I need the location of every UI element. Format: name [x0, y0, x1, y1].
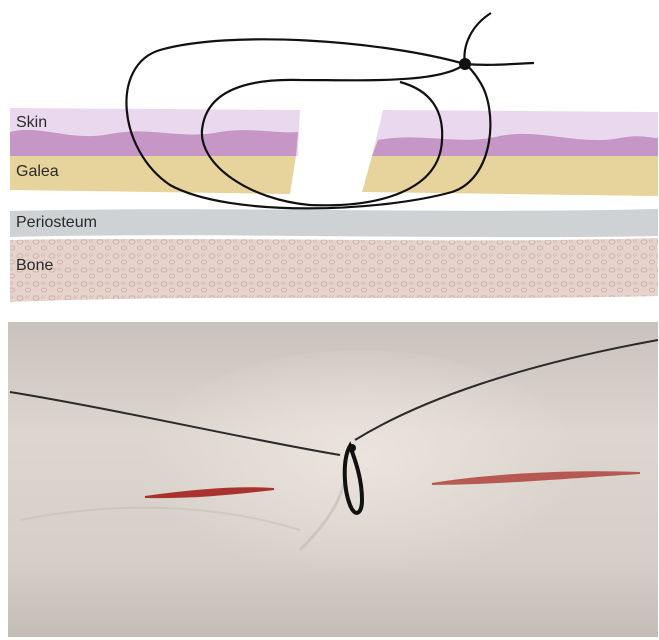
suture-tail-up	[464, 13, 491, 64]
suture-knot	[459, 58, 471, 70]
label-skin: Skin	[16, 114, 47, 132]
label-bone: Bone	[16, 257, 53, 275]
label-periosteum: Periosteum	[16, 214, 97, 232]
tissue-diagram	[10, 13, 658, 302]
clinical-photo	[8, 322, 658, 637]
photo-knot-center	[348, 444, 356, 452]
label-galea: Galea	[16, 163, 59, 181]
skin-dermis-left	[10, 130, 298, 156]
bone-layer	[10, 238, 658, 302]
suture-tail-right	[465, 63, 534, 65]
periosteum-layer	[10, 209, 658, 237]
photo-highlight	[140, 350, 580, 590]
